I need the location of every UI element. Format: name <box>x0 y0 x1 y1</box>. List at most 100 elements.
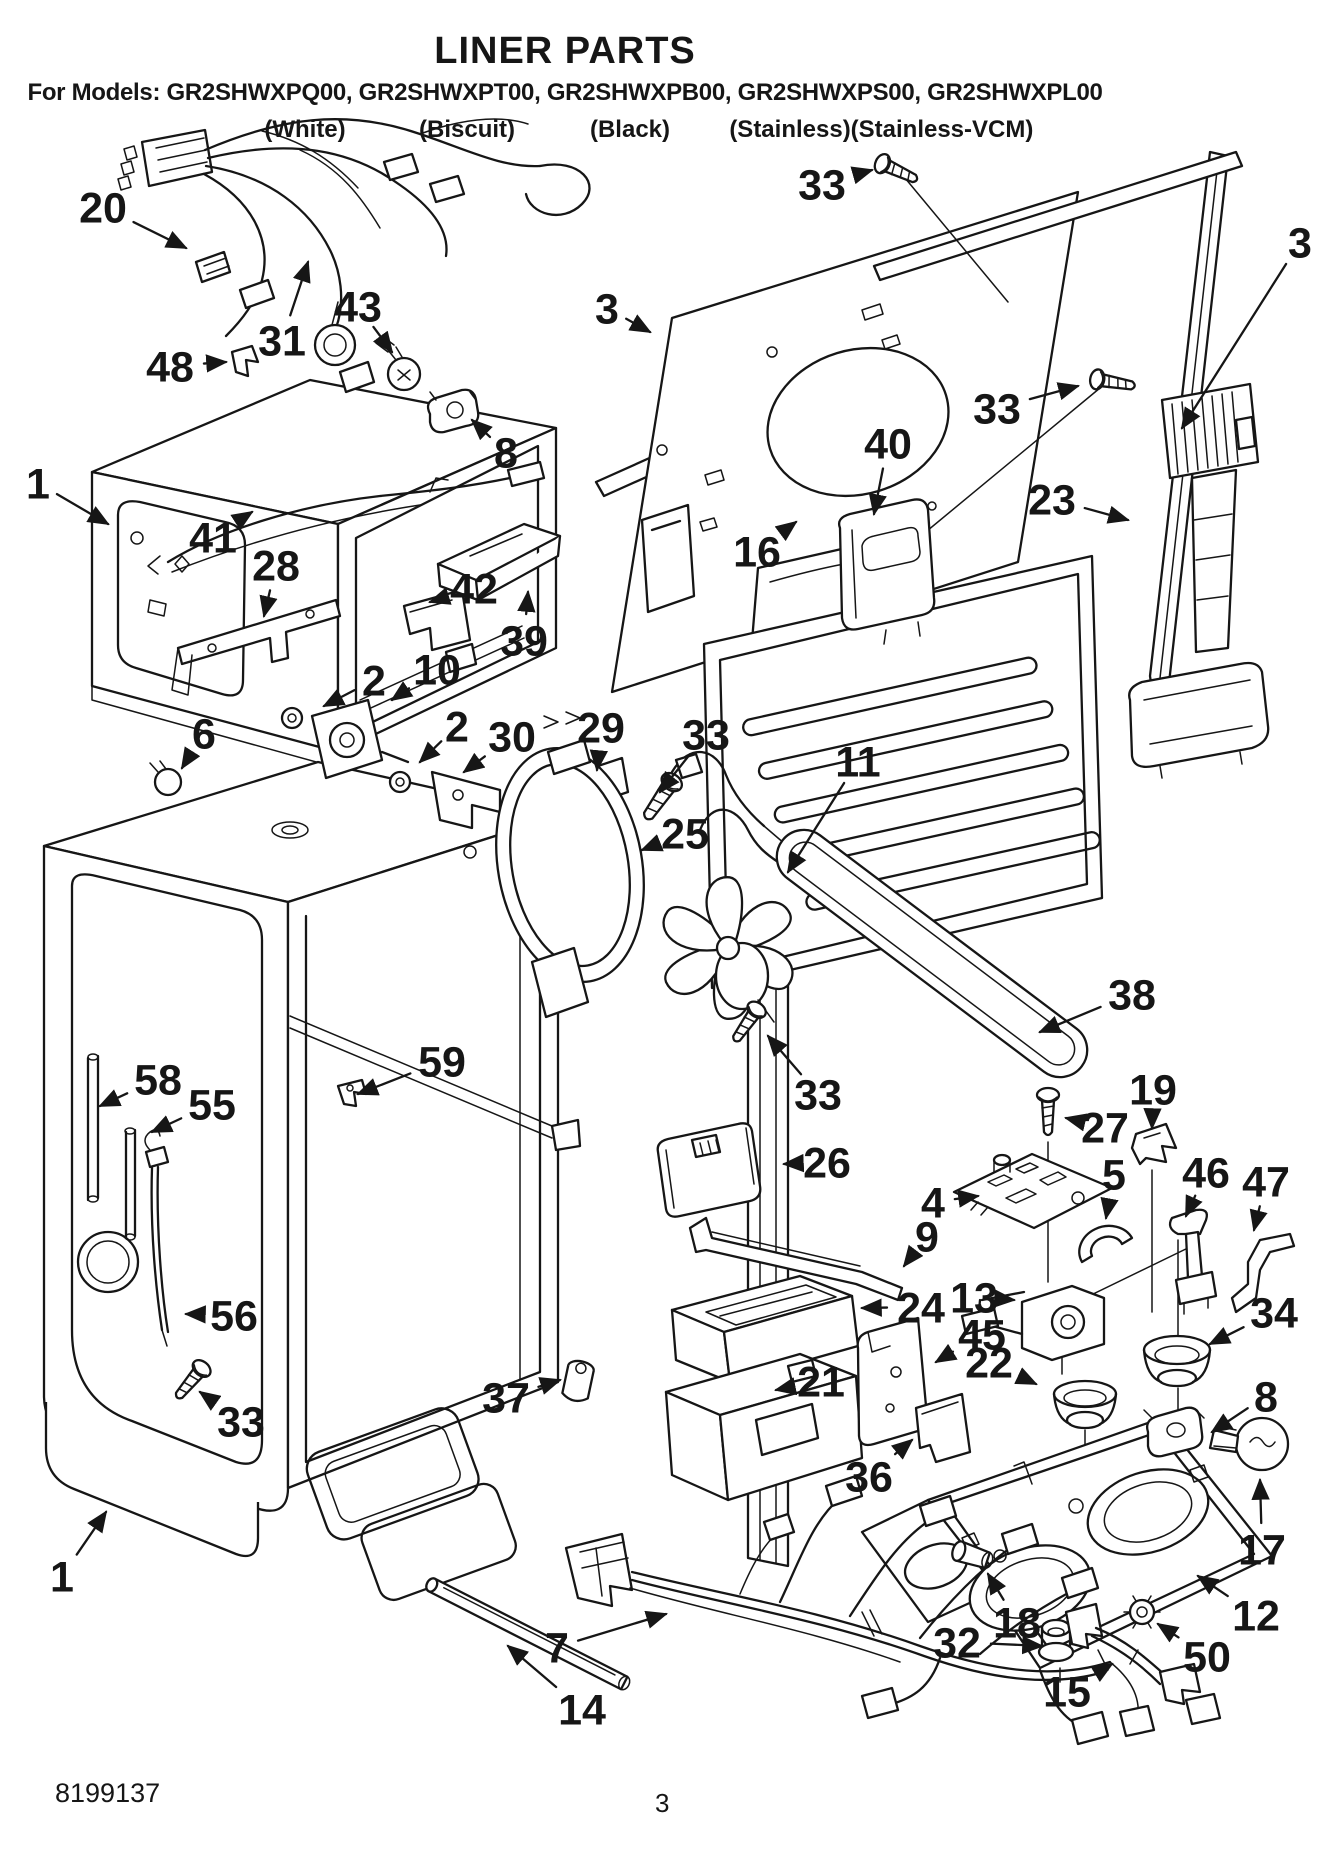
callout-leader-arrow <box>890 1438 914 1460</box>
drain-trough-38-drawing <box>670 750 1089 1079</box>
screw-33-liner-drawing <box>174 1358 212 1400</box>
plate-42-drawing <box>402 588 478 674</box>
color-label: (Stainless-VCM) <box>850 116 1034 143</box>
callout-label: 3 <box>595 285 619 333</box>
callout-label: 42 <box>450 565 498 613</box>
callout-label: 4 <box>921 1179 945 1227</box>
callout-leader-arrow <box>537 1377 562 1395</box>
callout-leader-arrow <box>989 1635 1045 1655</box>
callout-leader-arrow <box>1249 1205 1268 1233</box>
callout-label: 38 <box>1108 971 1156 1019</box>
screw-33-right-drawing <box>1088 368 1136 391</box>
callout-label: 33 <box>798 161 846 209</box>
callout-label: 26 <box>803 1139 851 1187</box>
callout-label: 11 <box>835 738 880 786</box>
callout-leader-arrow <box>1196 1574 1229 1598</box>
bulb-17-drawing <box>1208 1416 1290 1472</box>
callout-label: 29 <box>577 704 625 752</box>
refrigerator-liner-drawing <box>42 749 795 1602</box>
callout-leader-arrow <box>418 740 443 764</box>
callout-label: 14 <box>558 1686 606 1734</box>
fan-shroud-ring-25-drawing <box>495 738 645 1019</box>
thermostat-10-drawing <box>280 698 412 794</box>
callout-leader-arrow <box>766 1034 803 1076</box>
strip-9-drawing <box>688 1216 904 1302</box>
models-line: For Models: GR2SHWXPQ00, GR2SHWXPT00, GR… <box>27 79 1103 106</box>
callout-leader-arrow <box>953 1189 981 1208</box>
callout-label: 50 <box>1183 1633 1231 1681</box>
air-duct-21-drawing <box>664 1352 864 1502</box>
callout-label: 33 <box>973 385 1021 433</box>
callout-leader-arrow <box>322 688 356 708</box>
color-labels-row: (White)(Biscuit)(Black)(Stainless)(Stain… <box>0 116 1339 144</box>
callout-leader-arrow <box>640 834 664 852</box>
callout-leader-arrow <box>850 166 874 185</box>
bulb-6-drawing <box>149 760 183 797</box>
callout-leader-arrow <box>55 492 110 526</box>
callout-label: 3 <box>1288 219 1312 267</box>
fan-blade-11-drawing <box>662 876 794 1023</box>
callout-leader-arrow <box>75 1510 108 1556</box>
callout-leader-arrow <box>934 1343 958 1364</box>
bracket-28-drawing <box>171 598 342 696</box>
bracket-47-drawing <box>1230 1232 1296 1314</box>
callout-leader-arrow <box>625 314 652 334</box>
callout-label: 19 <box>1129 1066 1177 1114</box>
hose-5-drawing <box>1078 1224 1134 1264</box>
callout-label: 10 <box>413 646 461 694</box>
callout-leader-arrow <box>132 220 188 250</box>
callout-label: 20 <box>79 184 127 232</box>
callout-label: 28 <box>252 542 300 590</box>
callout-label: 8 <box>1254 1373 1278 1421</box>
screw-27-drawing <box>1035 1086 1061 1137</box>
callout-leader-arrow <box>658 753 691 794</box>
callout-label: 2 <box>445 703 469 751</box>
callout-label: 55 <box>188 1081 236 1129</box>
dispenser-tower-23-drawing <box>1128 382 1270 779</box>
callout-label: 33 <box>682 711 730 759</box>
callout-leader-arrow <box>390 681 414 702</box>
callout-leader-arrow <box>259 589 278 619</box>
callout-label: 37 <box>482 1374 530 1422</box>
callout-label: 32 <box>933 1619 981 1667</box>
page-number: 3 <box>655 1788 670 1818</box>
callout-leader-arrow <box>986 1572 1007 1601</box>
callout-leader-arrow <box>1038 1005 1102 1034</box>
callout-leader-arrow <box>98 1089 129 1108</box>
callout-leader-arrow <box>180 746 201 770</box>
callout-label: 56 <box>210 1292 258 1340</box>
callout-label: 33 <box>794 1071 842 1119</box>
callout-leader-arrow <box>1156 1622 1180 1643</box>
callout-leader-arrow <box>372 325 394 354</box>
callout-label: 22 <box>965 1339 1013 1387</box>
callout-leader-arrow <box>1083 505 1130 524</box>
callout-leader-arrow <box>774 520 798 542</box>
callout-label: 5 <box>1102 1151 1126 1199</box>
callout-label: 43 <box>334 283 382 331</box>
callout-label: 33 <box>217 1398 265 1446</box>
cover-box-26-drawing <box>656 1122 762 1218</box>
cover-39-drawing <box>436 522 562 602</box>
callout-label: 17 <box>1238 1526 1286 1574</box>
callout-label: 39 <box>500 617 548 665</box>
callout-label: 58 <box>134 1056 182 1104</box>
callout-leader-arrow <box>1063 1113 1088 1132</box>
callout-label: 36 <box>845 1453 893 1501</box>
screw-33-top-drawing <box>873 152 919 184</box>
callout-label: 15 <box>1043 1668 1091 1716</box>
callout-label: 41 <box>189 514 237 562</box>
callout-leader-arrow <box>589 749 608 773</box>
callout-label: 30 <box>488 713 536 761</box>
callout-label: 27 <box>1081 1104 1129 1152</box>
callout-label: 12 <box>1232 1592 1280 1640</box>
callout-label: 25 <box>661 810 709 858</box>
cover-40-drawing <box>837 498 936 645</box>
callout-leader-arrow <box>868 467 887 517</box>
callout-leader-arrow <box>356 1072 412 1096</box>
nut-50-drawing <box>1123 1595 1161 1629</box>
callout-label: 23 <box>1028 476 1076 524</box>
callout-label: 40 <box>864 420 912 468</box>
callout-leader-arrow <box>1208 1326 1245 1346</box>
